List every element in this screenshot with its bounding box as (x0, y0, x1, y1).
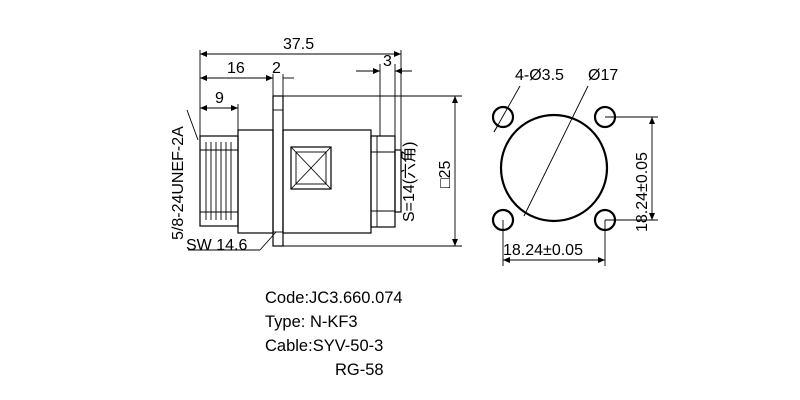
wrench-size-label: SW 14.6 (186, 237, 247, 254)
dim-flange-square: □25 (437, 160, 454, 188)
dim-thread-length: 9 (215, 90, 224, 107)
dim-hole-spacing-vertical: 18.24±0.05 (634, 152, 651, 232)
dim-overall-length: 37.5 (283, 36, 314, 53)
dim-flange-thickness: 2 (272, 60, 281, 77)
dim-hex-size: S=14(六角) (400, 142, 418, 222)
flange-square-dimension: □25 (283, 95, 462, 247)
spec-type: Type: N-KF3 (265, 313, 358, 331)
horizontal-dimensions: 37.5 16 2 9 3 (199, 36, 412, 150)
dim-hole-spacing-horizontal: 18.24±0.05 (503, 242, 583, 259)
dim-body-diameter: Ø17 (588, 67, 618, 84)
spec-cable-alt: RG-58 (335, 361, 384, 379)
dim-hole-spec: 4-Ø3.5 (515, 67, 564, 84)
thread-spec-label: 5/8-24UNEF-2A (170, 126, 187, 240)
front-view: Ø17 4-Ø3.5 18.24±0.05 18.24±0.05 (491, 67, 658, 266)
thread-lines (200, 142, 238, 220)
spec-cable: Cable:SYV-50-3 (265, 337, 384, 355)
side-view (199, 95, 402, 247)
spec-code: Code:JC3.660.074 (265, 289, 403, 307)
body-outline (499, 113, 609, 223)
mount-hole-top-left (491, 105, 515, 129)
dim-rear-step: 3 (383, 53, 392, 70)
dim-flange-to-end: 16 (227, 60, 245, 77)
